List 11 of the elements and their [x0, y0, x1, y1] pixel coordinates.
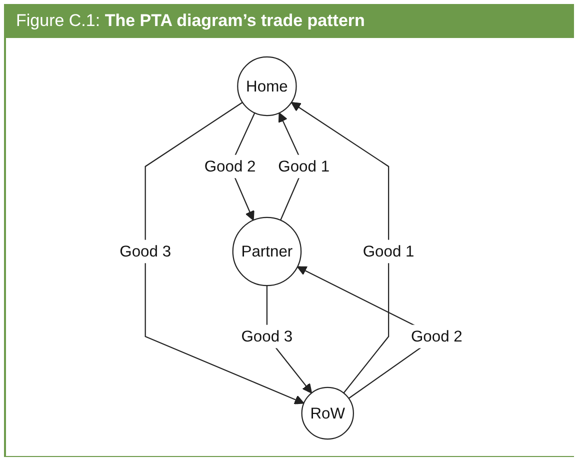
- node-circle: RoW: [301, 386, 354, 440]
- node-circle: Partner: [232, 216, 302, 286]
- edge-label: Good 2: [204, 156, 256, 175]
- edge-label: Good 1: [362, 242, 414, 260]
- edge-label: Good 3: [120, 242, 172, 260]
- edge-label: Good 2: [410, 326, 462, 345]
- edge-label: Good 1: [278, 156, 330, 175]
- node-circle: Home: [237, 56, 297, 116]
- figure-title: Figure C.1: The PTA diagram’s trade pattern: [6, 4, 574, 38]
- arrow: [290, 102, 390, 394]
- edge-label: Good 3: [241, 326, 293, 345]
